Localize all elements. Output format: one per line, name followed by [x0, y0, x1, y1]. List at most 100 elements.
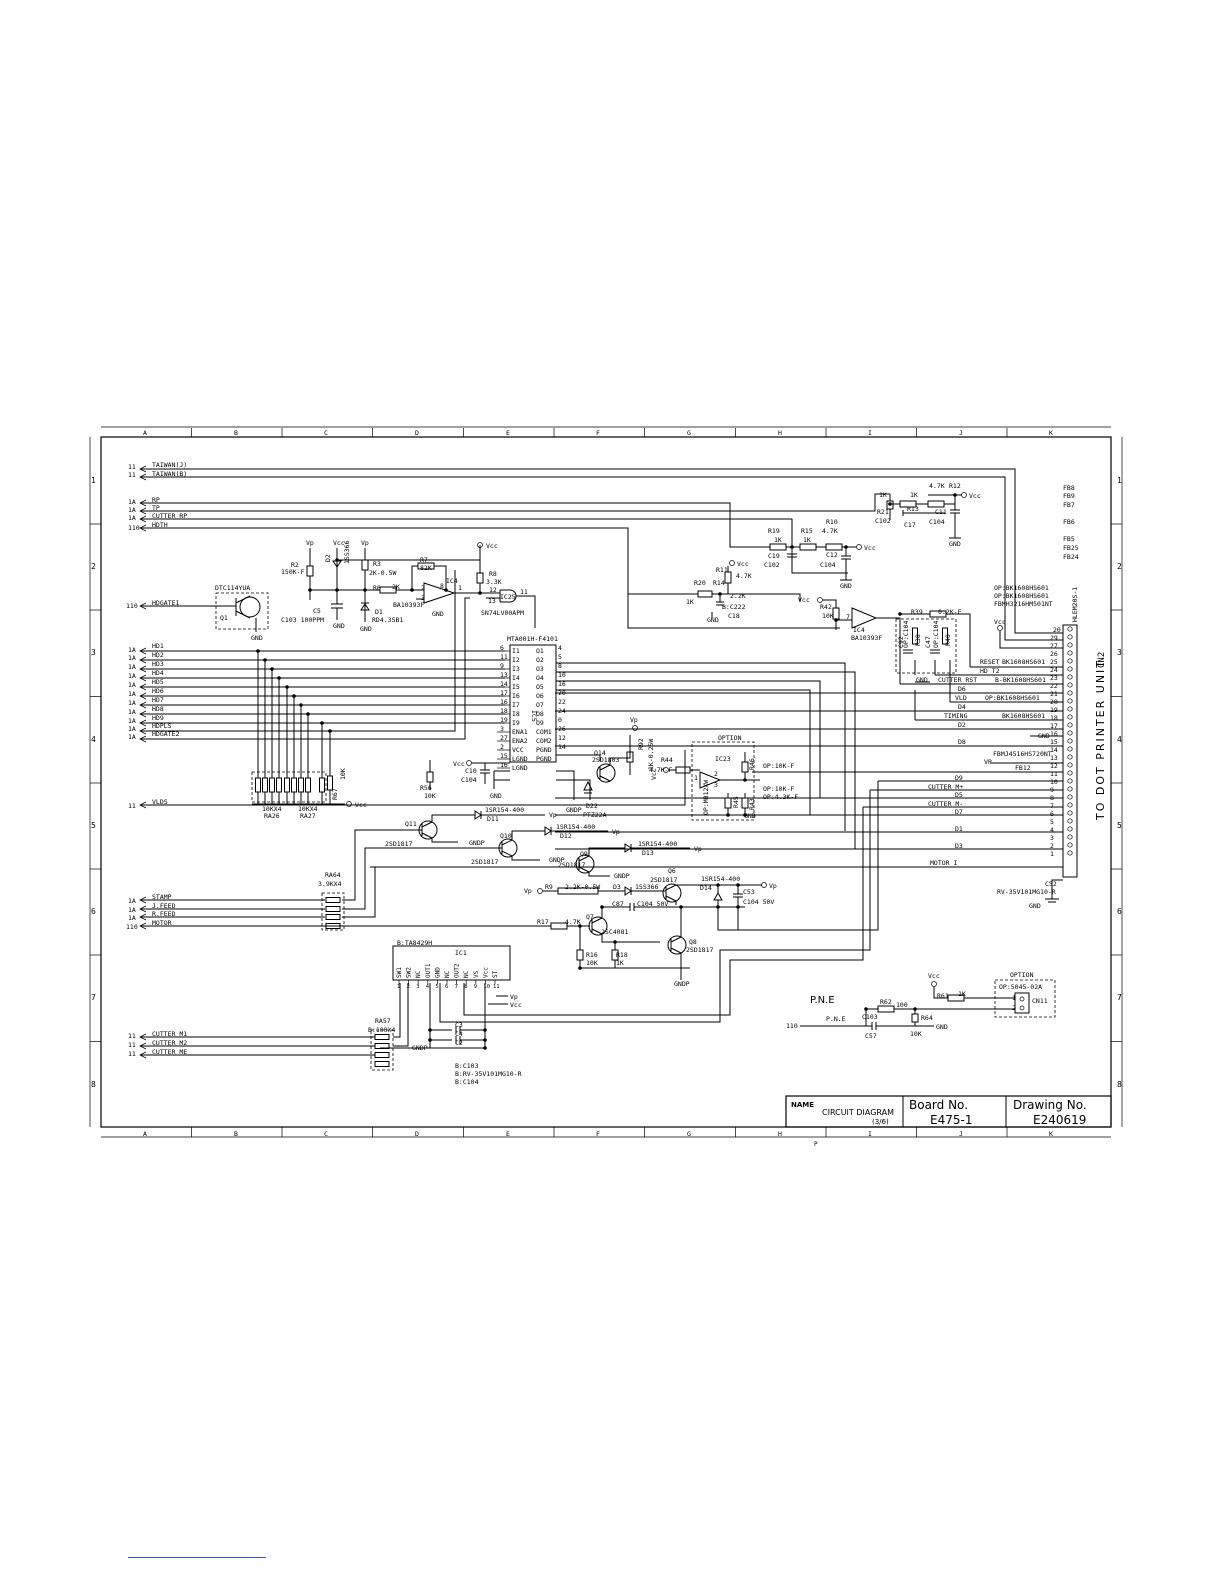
- ferrite-ref: FB8: [1063, 484, 1075, 492]
- net-label: TIMING: [944, 712, 968, 720]
- connector-pin: 5: [1050, 818, 1054, 826]
- connector-pin: 19: [1050, 706, 1058, 714]
- column-label: D: [415, 1130, 419, 1138]
- column-label: K: [1049, 429, 1053, 437]
- part-part: PTZ22A: [583, 811, 607, 819]
- ic-pin-number: 18: [500, 707, 508, 715]
- left-signal-labels: 11 TAIWAN(J) 11 TAIWAN(B) 1A RP 1A TP 1A…: [126, 461, 846, 1058]
- ic-pin-number: 11: [493, 984, 500, 990]
- pin-num: 7: [846, 613, 850, 621]
- ic-pin-number: 8: [464, 984, 467, 990]
- part-part: 1SR154-400: [485, 806, 524, 814]
- ferrite-ref: FB6: [1063, 518, 1075, 526]
- part-value: 4.7K: [822, 527, 838, 535]
- part-ref: Q7: [586, 913, 594, 921]
- ic-pin-name: I2: [512, 656, 520, 664]
- part-value: 2.2K-0.5W: [565, 883, 600, 891]
- pin-num: 2: [714, 770, 718, 778]
- gndp-label: GNDP: [674, 980, 690, 988]
- part-ref: Q9: [580, 850, 588, 858]
- small-mark: P: [814, 1141, 818, 1148]
- column-label: A: [143, 429, 147, 437]
- motor-driver: Vp R9 2.2K-0.5W D3 1SS366 Q6 2SD1817 1SR…: [140, 781, 879, 988]
- part-value: 4.7K-F: [649, 766, 673, 774]
- gndp-label: GNDP: [549, 856, 565, 864]
- signal-name: HD5: [152, 678, 164, 686]
- net-label: CUTTER RST: [938, 676, 977, 684]
- net-label: VLD: [955, 694, 967, 702]
- part-part: 2SD1817: [650, 876, 677, 884]
- connector-pin: 18: [1050, 714, 1058, 722]
- part-value: OP:10K-F: [763, 762, 794, 770]
- column-label: B: [234, 1130, 238, 1138]
- ic-pin-number: 9: [474, 984, 477, 990]
- part-value: 10KX4: [262, 805, 282, 813]
- signal-ref: 1A: [128, 506, 136, 514]
- ic-pin-name: O9: [536, 719, 544, 727]
- vcc-label: Vcc: [333, 539, 345, 547]
- part-value: 100: [896, 1001, 908, 1009]
- signal-name: HDPLS: [152, 722, 172, 730]
- net-label: CUTTER M-: [928, 800, 963, 808]
- ic-pin-number: 12: [558, 734, 566, 742]
- part-part: 1SS366: [635, 883, 659, 891]
- ic-pin-name: VCC: [512, 746, 524, 754]
- vcc-label: Vcc: [737, 560, 749, 568]
- pin-num: 1: [458, 584, 462, 592]
- part-ref: Q14: [594, 749, 606, 757]
- part-ref: C19: [768, 552, 780, 560]
- part-ref: IC25: [500, 593, 516, 601]
- signal-name: CUTTER M1: [152, 1030, 187, 1038]
- ic-pin-name: OUT1: [425, 963, 432, 978]
- gndp-label: GNDP: [412, 1044, 428, 1052]
- ic-pin-number: 24: [558, 707, 566, 715]
- ic-ref: IC1: [455, 949, 467, 957]
- column-label: C: [324, 429, 328, 437]
- ferrite-ref: FB9: [1063, 492, 1075, 500]
- part-part: 1SR154-400: [701, 875, 740, 883]
- connector-pin: 16: [1050, 730, 1058, 738]
- option-ic23: OPTION IC23 OP:MB12XW Vcc R44 4.7K-F R46…: [649, 734, 798, 821]
- signal-ref: 1A: [128, 733, 136, 741]
- part-value: 82K: [420, 564, 432, 572]
- net-label: D7: [955, 808, 963, 816]
- part-ref: C57: [865, 1032, 877, 1040]
- ferrite-part: FBMH3216HM501NT: [994, 600, 1053, 608]
- ic-pin-name: O1: [536, 647, 544, 655]
- ic-pin-name: I6: [512, 692, 520, 700]
- ic-pin-number: 17: [500, 689, 508, 697]
- ic-pin-number: 10: [558, 671, 566, 679]
- title-text: CIRCUIT DIAGRAM: [822, 1108, 894, 1117]
- part-ref: RA26: [264, 812, 280, 820]
- part-part: 2SC4081: [601, 928, 628, 936]
- ic-pin-number: 26: [558, 725, 566, 733]
- part-ref: R19: [768, 527, 780, 535]
- part-part: OP:MB12XW: [702, 780, 710, 815]
- connector-pin-circles: [1067, 626, 1073, 856]
- signal-ref: 1A: [128, 646, 136, 654]
- ic-pin-number: 16: [500, 761, 508, 769]
- column-label: H: [778, 429, 782, 437]
- connector-pin: 6: [1050, 810, 1054, 818]
- ic-pin-name: I9: [512, 719, 520, 727]
- signal-ref: 110: [126, 602, 138, 610]
- signal-ref: 1A: [128, 906, 136, 914]
- part-note: B:C103: [455, 1062, 479, 1070]
- connector-pin: 25: [1050, 658, 1058, 666]
- ic-pin-number: 2: [500, 743, 504, 751]
- vp-label: Vp: [524, 887, 532, 895]
- ic-pin-number: 16: [500, 698, 508, 706]
- part-ref: RA27: [300, 812, 316, 820]
- signal-ref: 1A: [128, 498, 136, 506]
- vp-label: Vp: [612, 828, 620, 836]
- part-ref: R46: [748, 758, 756, 770]
- ic-pin-name: SW2: [406, 967, 413, 978]
- part-ref: C17: [904, 521, 916, 529]
- signal-ref: 110: [128, 524, 140, 532]
- ic-pin-name: ENA1: [512, 728, 528, 736]
- signal-name: HD3: [152, 660, 164, 668]
- part-ref: C3: [455, 1021, 463, 1029]
- part-part: SN74LV00APM: [481, 609, 524, 617]
- ferrite-ref: FB7: [1063, 501, 1075, 509]
- ic-pin-name: I4: [512, 674, 520, 682]
